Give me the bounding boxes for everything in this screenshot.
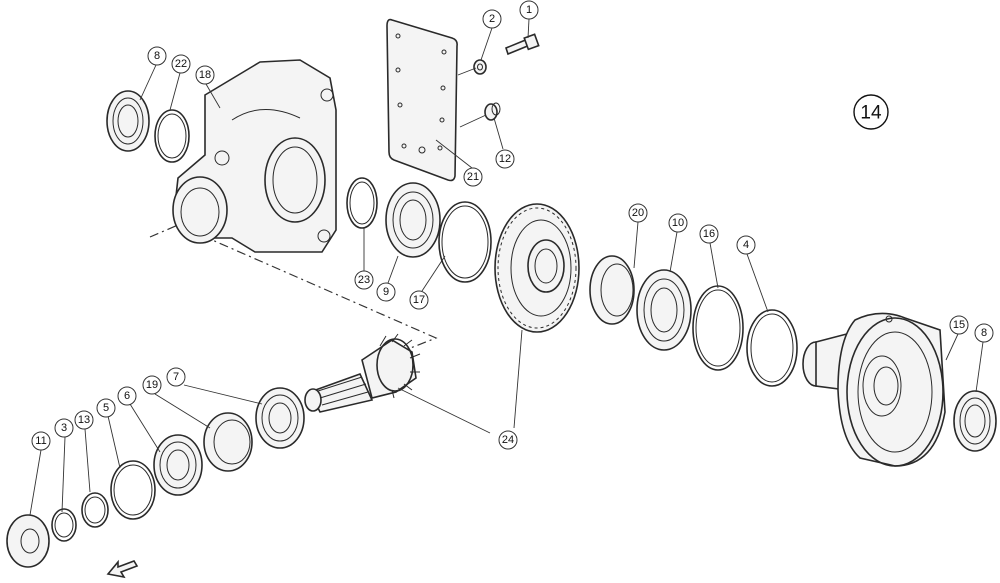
bearing-7	[255, 387, 305, 449]
callout-16: 16	[699, 224, 719, 244]
callout-18: 18	[195, 65, 215, 85]
svg-text:9: 9	[383, 286, 389, 298]
callout-13: 13	[74, 410, 94, 430]
svg-text:6: 6	[124, 390, 130, 402]
seal-11	[6, 514, 50, 568]
svg-text:4: 4	[743, 239, 749, 251]
svg-text:11: 11	[35, 435, 46, 447]
svg-text:20: 20	[632, 207, 644, 219]
svg-text:3: 3	[61, 422, 67, 434]
washer	[473, 59, 487, 75]
bearing-right	[953, 390, 997, 452]
callout-10: 10	[668, 213, 688, 233]
ring-5	[110, 460, 156, 520]
svg-text:15: 15	[953, 319, 965, 331]
bevel-gear	[494, 203, 580, 333]
callout-15: 15	[949, 315, 969, 335]
bearing-10	[636, 269, 692, 351]
svg-text:13: 13	[78, 414, 90, 426]
svg-text:8: 8	[154, 50, 160, 62]
callout-5: 5	[96, 398, 116, 418]
plug	[484, 102, 501, 121]
callout-17: 17	[409, 290, 429, 310]
svg-text:5: 5	[103, 402, 109, 414]
bolt	[505, 33, 540, 56]
callout-20: 20	[628, 203, 648, 223]
callout-23: 23	[354, 270, 374, 290]
svg-text:2: 2	[489, 13, 495, 25]
callout-3: 3	[54, 418, 74, 438]
svg-text:23: 23	[358, 274, 370, 286]
circlip-4	[746, 309, 798, 387]
pinion-shaft	[304, 333, 421, 413]
callout-8-right: 8	[974, 323, 994, 343]
callout-21: 21	[463, 167, 483, 187]
ring-16	[692, 285, 744, 371]
bushing-20	[589, 255, 635, 325]
circlip-3	[51, 508, 77, 542]
callout-4: 4	[736, 235, 756, 255]
callout-1: 1	[519, 0, 539, 20]
group-number: 14	[860, 103, 882, 124]
output-hub	[802, 312, 946, 467]
direction-arrow	[106, 559, 139, 579]
bearing-6	[153, 434, 203, 496]
svg-text:18: 18	[199, 69, 211, 81]
svg-text:17: 17	[413, 294, 425, 306]
circlip-13	[81, 492, 109, 528]
svg-text:19: 19	[146, 379, 158, 391]
svg-text:24: 24	[502, 434, 514, 446]
leader-lines	[29, 18, 984, 516]
group-number-badge: 14	[853, 94, 889, 130]
callout-9: 9	[376, 282, 396, 302]
svg-text:22: 22	[175, 58, 187, 70]
svg-text:7: 7	[173, 371, 179, 383]
callout-7: 7	[166, 367, 186, 387]
callout-22: 22	[171, 54, 191, 74]
svg-text:10: 10	[672, 217, 684, 229]
circlip-23	[346, 177, 378, 229]
ring-17	[438, 201, 492, 283]
bearing-top-left	[106, 90, 150, 152]
svg-text:1: 1	[526, 4, 532, 16]
circlip-top-left	[154, 109, 190, 163]
callout-24: 24	[498, 430, 518, 450]
bushing-19	[203, 412, 253, 472]
gearbox-housing	[172, 59, 337, 253]
callout-2: 2	[482, 9, 502, 29]
cover-plate	[386, 18, 458, 182]
bearing-9	[385, 182, 441, 258]
callout-11: 11	[31, 431, 51, 451]
svg-text:21: 21	[467, 171, 479, 183]
callout-19: 19	[142, 375, 162, 395]
svg-text:12: 12	[499, 153, 511, 165]
callout-8-left: 8	[147, 46, 167, 66]
callout-12: 12	[495, 149, 515, 169]
svg-text:16: 16	[703, 228, 715, 240]
svg-text:8: 8	[981, 327, 987, 339]
callout-6: 6	[117, 386, 137, 406]
